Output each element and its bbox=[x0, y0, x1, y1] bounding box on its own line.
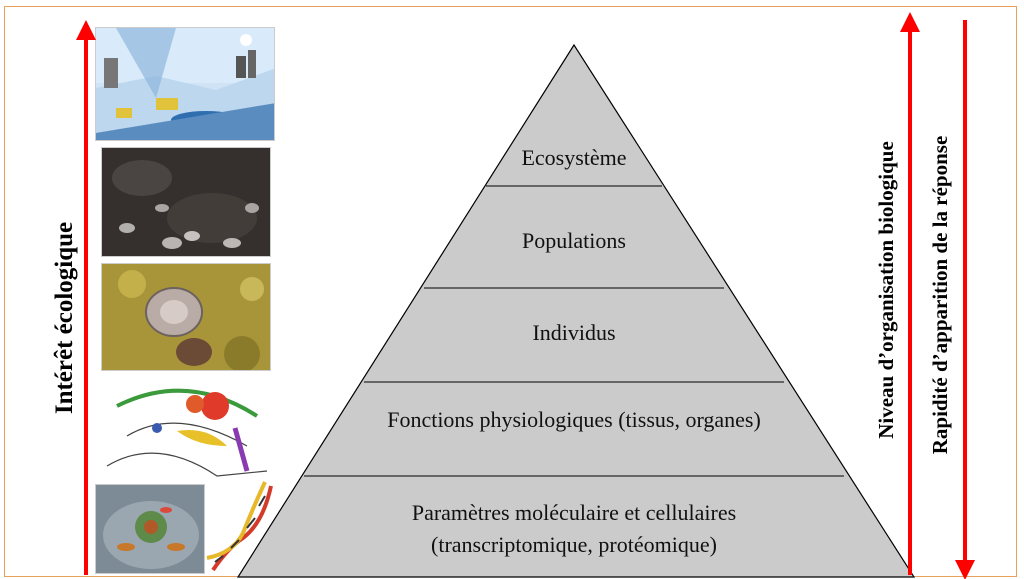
dna-helix-icon bbox=[203, 478, 275, 574]
pyramid-body bbox=[236, 43, 916, 578]
pyramid: Ecosystème Populations Individus Fonctio… bbox=[236, 43, 916, 578]
level-populations: Populations bbox=[522, 228, 626, 253]
cell-illustration-icon bbox=[95, 484, 205, 574]
right-axis-label-organisation: Niveau d’organisation biologique bbox=[874, 141, 898, 439]
ecosystem-schematic-icon bbox=[95, 27, 275, 141]
limpet-photo-icon bbox=[101, 263, 271, 371]
mussel-bed-photo-icon bbox=[101, 147, 271, 257]
left-axis-label: Intérêt écologique bbox=[51, 222, 78, 414]
level-molecular-cellular: Paramètres moléculaire et cellulaires bbox=[412, 500, 736, 525]
anatomy-drawing-icon bbox=[97, 376, 269, 484]
right-axis-label-rapidity: Rapidité d’apparition de la réponse bbox=[928, 136, 952, 455]
level-ecosystem: Ecosystème bbox=[521, 145, 626, 170]
level-molecular-cellular-detail: (transcriptomique, protéomique) bbox=[431, 532, 717, 557]
level-individuals: Individus bbox=[532, 320, 615, 345]
level-physiological-functions: Fonctions physiologiques (tissus, organe… bbox=[387, 407, 761, 432]
